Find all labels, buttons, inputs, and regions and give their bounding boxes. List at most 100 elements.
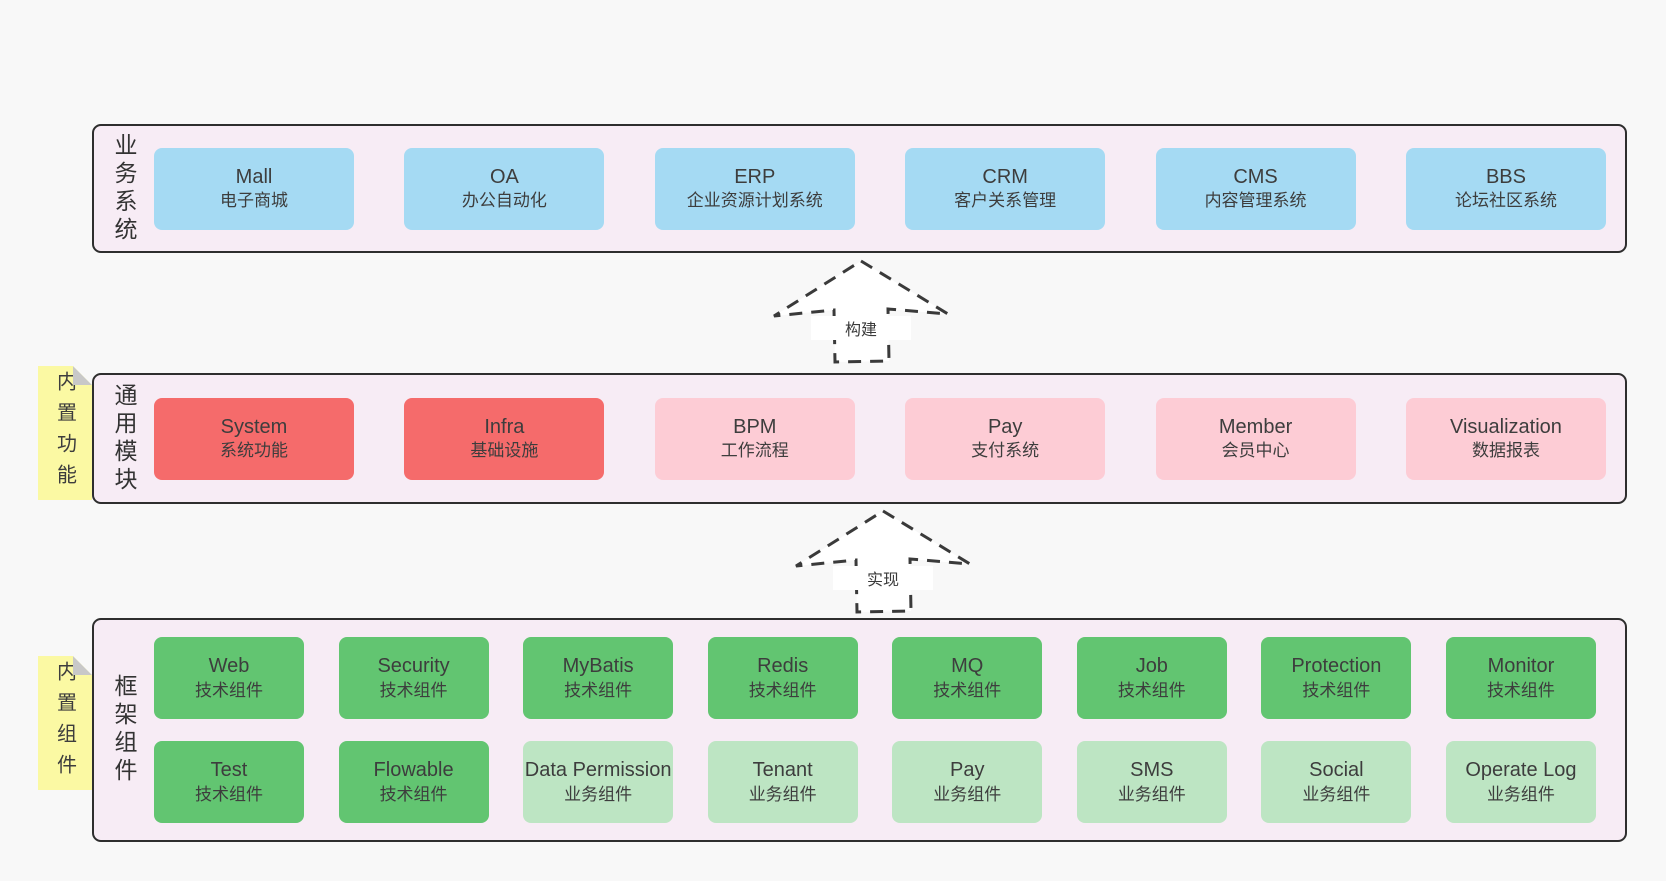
arrow-label: 实现: [833, 566, 933, 590]
common-modules-panel: 通用模块 System 系统功能 Infra 基础设施 BPM 工作流程 Pay…: [92, 373, 1627, 504]
box-name-text: Security: [377, 655, 450, 678]
box-desc-text: 论坛社区系统: [1454, 191, 1557, 211]
box-erp: ERP 企业资源计划系统: [654, 147, 855, 230]
box-social: Social 业务组件: [1261, 741, 1412, 823]
box-name-text: Web: [208, 655, 250, 678]
box-desc-text: 数据报表: [1471, 441, 1540, 461]
box-name-text: BPM: [733, 415, 777, 438]
box-desc-text: 技术组件: [1486, 680, 1555, 700]
box-desc-text: 业务组件: [1117, 784, 1186, 804]
box-desc-text: 客户关系管理: [954, 191, 1057, 211]
box-desc-text: 业务组件: [1486, 784, 1555, 804]
box-visualization: Visualization 数据报表: [1405, 397, 1606, 480]
box-desc-text: 业务组件: [933, 784, 1002, 804]
box-bpm: BPM 工作流程: [654, 397, 855, 480]
box-name-text: MyBatis: [562, 655, 634, 678]
box-desc-text: 技术组件: [748, 680, 817, 700]
box-mall: Mall 电子商城: [154, 147, 354, 230]
box-desc-text: 基础设施: [470, 441, 539, 461]
box-name-text: BBS: [1485, 165, 1526, 188]
box-desc-text: 会员中心: [1221, 441, 1290, 461]
tab-label: 内置功能: [53, 371, 76, 495]
box-mq: MQ 技术组件: [892, 637, 1043, 719]
box-name-text: Data Permission: [524, 759, 672, 782]
box-flowable: Flowable 技术组件: [338, 741, 489, 823]
box-protection: Protection 技术组件: [1261, 637, 1412, 719]
build-arrow: 构建: [770, 258, 952, 364]
box-oa: OA 办公自动化: [404, 147, 605, 230]
folded-corner-icon: [73, 656, 92, 675]
box-name-text: SMS: [1130, 759, 1174, 782]
framework-components-panel: 框架组件 Web 技术组件 Security 技术组件 MyBatis 技术组件…: [92, 618, 1627, 842]
business-systems-panel: 业务系统 Mall 电子商城 OA 办公自动化 ERP 企业资源计划系统 CRM…: [92, 124, 1627, 253]
box-redis: Redis 技术组件: [707, 637, 858, 719]
components-boxes: Web 技术组件 Security 技术组件 MyBatis 技术组件 Redi…: [154, 620, 1625, 840]
box-name-text: Redis: [757, 655, 809, 678]
box-desc-text: 技术组件: [564, 680, 633, 700]
modules-boxes-row: System 系统功能 Infra 基础设施 BPM 工作流程 Pay 支付系统…: [154, 375, 1625, 502]
box-desc-text: 技术组件: [195, 680, 263, 700]
box-member: Member 会员中心: [1155, 397, 1356, 480]
box-desc-text: 技术组件: [933, 680, 1002, 700]
box-name-text: ERP: [734, 165, 776, 188]
box-name-text: System: [220, 415, 288, 438]
box-web: Web 技术组件: [154, 637, 304, 719]
box-name-text: Infra: [484, 415, 525, 438]
box-desc-text: 系统功能: [220, 441, 288, 461]
box-pay: Pay 支付系统: [905, 397, 1106, 480]
box-desc-text: 业务组件: [564, 784, 633, 804]
box-desc-text: 技术组件: [1117, 680, 1186, 700]
box-name-text: CMS: [1233, 165, 1278, 188]
box-desc-text: 内容管理系统: [1204, 191, 1307, 211]
box-name-text: Member: [1218, 415, 1293, 438]
box-desc-text: 工作流程: [720, 441, 789, 461]
box-name-text: MQ: [951, 655, 984, 678]
box-name-text: Pay: [987, 415, 1023, 438]
box-name-text: Tenant: [752, 759, 813, 782]
box-desc-text: 电子商城: [220, 191, 288, 211]
box-bbs: BBS 论坛社区系统: [1405, 147, 1606, 230]
business-boxes-row: Mall 电子商城 OA 办公自动化 ERP 企业资源计划系统 CRM 客户关系…: [154, 126, 1625, 251]
box-name-text: Operate Log: [1465, 759, 1577, 782]
box-name-text: Pay: [950, 759, 985, 782]
box-name-text: Monitor: [1487, 655, 1555, 678]
box-name-text: Mall: [235, 165, 273, 188]
panel-label: 业务系统: [111, 132, 137, 245]
box-desc-text: 企业资源计划系统: [686, 191, 823, 211]
box-system: System 系统功能: [154, 397, 354, 480]
box-name-text: Flowable: [373, 759, 454, 782]
tab-label: 内置组件: [53, 661, 76, 785]
box-sms: SMS 业务组件: [1076, 741, 1227, 823]
box-name-text: CRM: [982, 165, 1028, 188]
box-mybatis: MyBatis 技术组件: [523, 637, 674, 719]
box-name-text: Job: [1135, 655, 1168, 678]
box-name-text: Visualization: [1449, 415, 1562, 438]
box-test: Test 技术组件: [154, 741, 304, 823]
box-desc-text: 技术组件: [1302, 680, 1371, 700]
box-desc-text: 技术组件: [379, 784, 448, 804]
box-job: Job 技术组件: [1076, 637, 1227, 719]
box-name-text: Social: [1309, 759, 1364, 782]
box-infra: Infra 基础设施: [404, 397, 605, 480]
components-row-2: Test 技术组件 Flowable 技术组件 Data Permission …: [154, 741, 1596, 823]
box-security: Security 技术组件: [338, 637, 489, 719]
box-desc-text: 业务组件: [1302, 784, 1371, 804]
box-data-permission: Data Permission 业务组件: [523, 741, 674, 823]
box-pay-biz: Pay 业务组件: [892, 741, 1043, 823]
box-name-text: Test: [210, 759, 248, 782]
box-operate-log: Operate Log 业务组件: [1445, 741, 1596, 823]
box-desc-text: 技术组件: [195, 784, 263, 804]
box-tenant: Tenant 业务组件: [707, 741, 858, 823]
builtin-features-tab: 内置功能: [38, 366, 92, 500]
box-name-text: Protection: [1291, 655, 1382, 678]
box-monitor: Monitor 技术组件: [1445, 637, 1596, 719]
box-desc-text: 业务组件: [748, 784, 817, 804]
arrow-label: 构建: [811, 316, 911, 340]
panel-label: 框架组件: [111, 674, 137, 786]
box-cms: CMS 内容管理系统: [1155, 147, 1356, 230]
builtin-components-tab: 内置组件: [38, 656, 92, 790]
folded-corner-icon: [73, 366, 92, 385]
up-arrow-icon: [773, 259, 949, 364]
box-desc-text: 支付系统: [971, 441, 1040, 461]
